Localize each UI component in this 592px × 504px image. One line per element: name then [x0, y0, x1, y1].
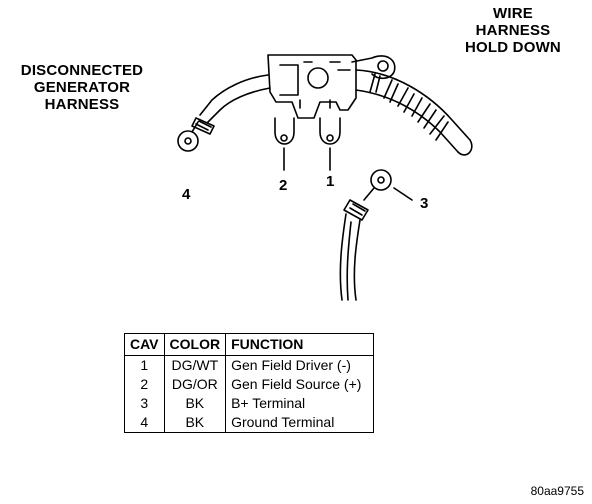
pin-1-label: 1: [326, 173, 335, 190]
function-cell: Gen Field Source (+): [225, 375, 375, 394]
cavity-function-table: CAV COLOR FUNCTION 1 DG/WT Gen Field Dri…: [124, 333, 375, 433]
color-cell: DG/WT: [163, 355, 227, 375]
function-cell: Gen Field Driver (-): [225, 355, 375, 375]
column-header-color: COLOR: [163, 333, 227, 356]
pin-2-label: 2: [279, 177, 288, 194]
column-header-function: FUNCTION: [225, 333, 375, 356]
cav-cell: 1: [124, 355, 165, 375]
table-header-row: CAV COLOR FUNCTION: [124, 333, 375, 356]
color-cell: BK: [163, 394, 227, 413]
table-row: 2 DG/OR Gen Field Source (+): [124, 375, 375, 394]
color-cell: DG/OR: [163, 375, 227, 394]
cav-cell: 3: [124, 394, 165, 413]
table-row: 3 BK B+ Terminal: [124, 394, 375, 413]
cav-cell: 4: [124, 413, 165, 433]
table-row: 4 BK Ground Terminal: [124, 413, 375, 433]
function-cell: B+ Terminal: [225, 394, 375, 413]
pin-4-label: 4: [182, 186, 191, 203]
wire-harness-hold-down-label: WIRE HARNESS HOLD DOWN: [465, 5, 561, 56]
disconnected-generator-harness-label: DISCONNECTED GENERATOR HARNESS: [20, 62, 144, 113]
pin-3-label: 3: [420, 195, 429, 212]
figure-code: 80aa9755: [530, 484, 584, 498]
function-cell: Ground Terminal: [225, 413, 375, 433]
column-header-cav: CAV: [124, 333, 165, 356]
cav-cell: 2: [124, 375, 165, 394]
color-cell: BK: [163, 413, 227, 433]
table-row: 1 DG/WT Gen Field Driver (-): [124, 355, 375, 375]
